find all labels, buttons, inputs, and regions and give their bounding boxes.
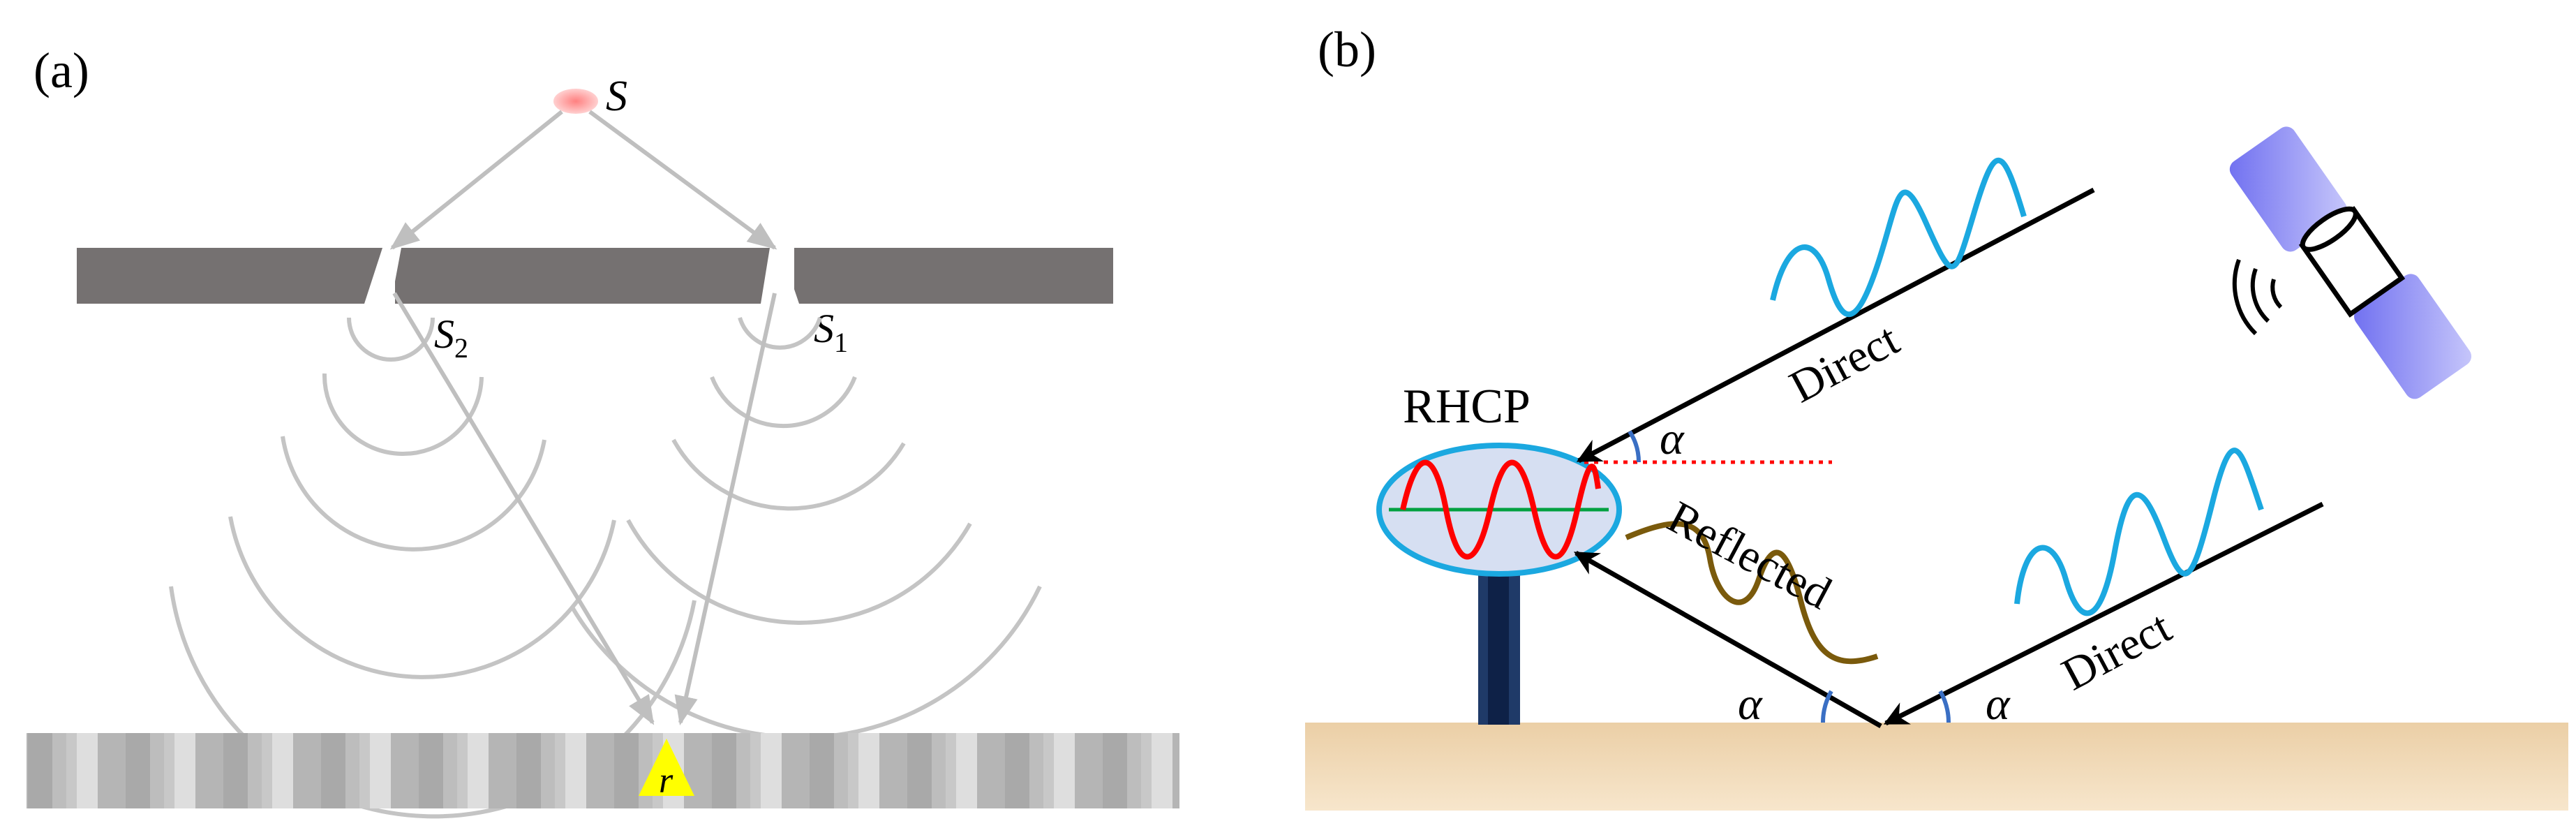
angle-arc-ground-right xyxy=(1938,690,1951,723)
direct-label-upper: Direct xyxy=(1782,313,1907,413)
slit-2-opening xyxy=(364,248,401,304)
angle-arc-ground-left xyxy=(1820,690,1833,723)
satellite-signal-icon xyxy=(2232,258,2283,336)
direct-label-lower: Direct xyxy=(2054,601,2180,700)
receiver-marker xyxy=(639,739,694,796)
barrier-left-segment xyxy=(77,248,389,304)
receiver-label: r xyxy=(659,761,673,801)
direct-wave-upper xyxy=(1770,157,2027,317)
angle-arc-upper xyxy=(1628,430,1641,463)
detection-screen xyxy=(27,733,1179,808)
angle-label-upper: α xyxy=(1660,413,1685,464)
reflected-wave xyxy=(1625,521,1879,665)
satellite-panel-lower xyxy=(2354,274,2472,399)
satellite-panel-upper xyxy=(2229,126,2347,252)
slit-1-opening xyxy=(761,248,799,304)
slit-1-label: S1 xyxy=(814,306,848,358)
slit-2-label: S2 xyxy=(434,311,468,364)
ray-slit-1-to-receiver xyxy=(674,293,777,726)
satellite-icon xyxy=(2229,126,2472,399)
panel-a: (a) S S2 S1 xyxy=(27,43,1179,819)
angle-label-ground-left: α xyxy=(1738,679,1763,730)
ray-slit-2-to-receiver xyxy=(392,292,655,725)
ray-source-to-slit-1 xyxy=(588,110,777,250)
angle-label-ground-right: α xyxy=(1986,679,2011,730)
barrier-middle-segment xyxy=(395,248,772,304)
panel-b: (b) RHCP Direct α Reflected Direct α α xyxy=(1305,22,2568,811)
ground xyxy=(1305,723,2568,811)
panel-b-label: (b) xyxy=(1318,22,1376,77)
source-point xyxy=(553,89,598,114)
barrier-right-segment xyxy=(794,248,1113,304)
direct-ray-upper xyxy=(1576,187,2095,464)
panel-a-label: (a) xyxy=(33,43,89,98)
antenna-label: RHCP xyxy=(1403,380,1531,434)
antenna-sine-wave xyxy=(1400,459,1601,560)
direct-wave-lower xyxy=(2014,448,2264,616)
satellite-dish xyxy=(2300,206,2358,252)
direct-ray-lower xyxy=(1883,501,2324,726)
source-label: S xyxy=(606,73,627,120)
antenna-mast-highlight xyxy=(1488,572,1509,725)
ray-source-to-slit-2 xyxy=(389,110,563,250)
wavefronts-slit-1 xyxy=(570,317,1042,740)
